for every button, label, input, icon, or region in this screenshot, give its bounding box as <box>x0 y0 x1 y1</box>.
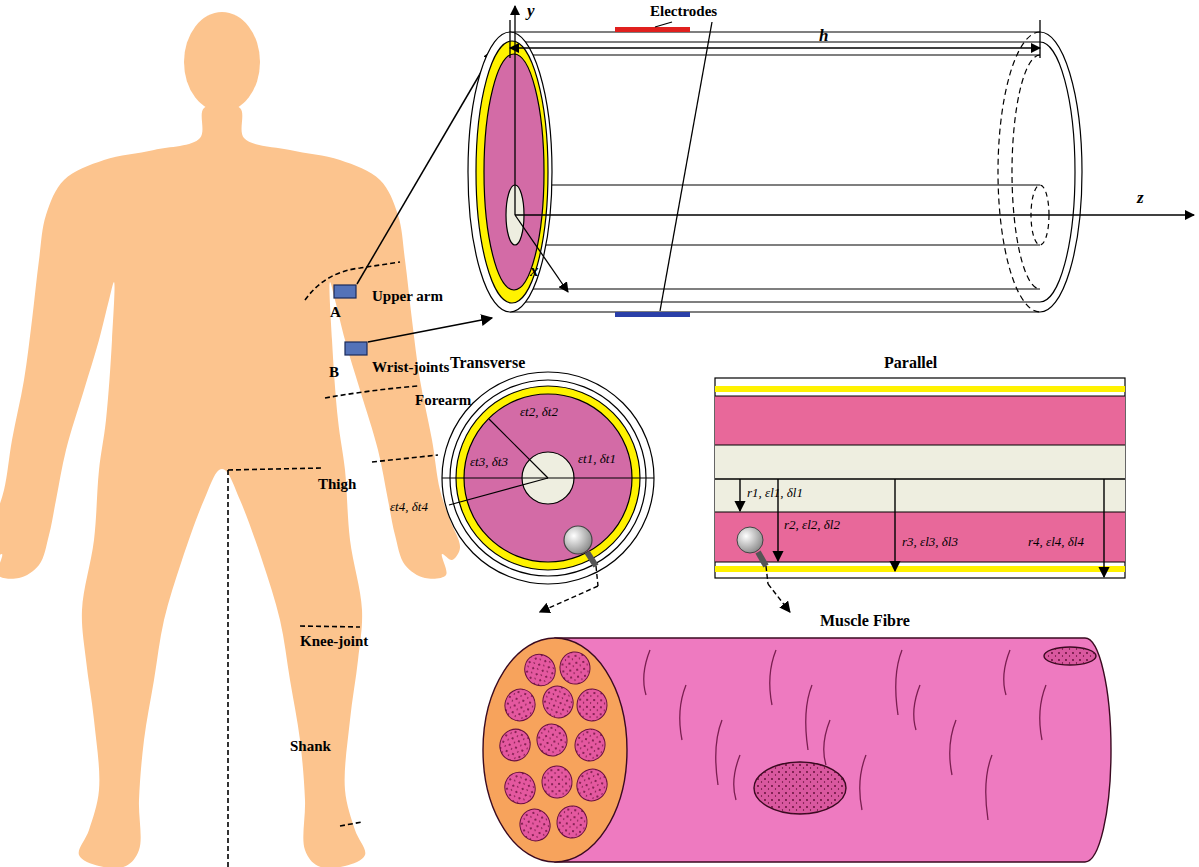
part-label: A <box>330 304 341 321</box>
muscle-fibre <box>483 638 1111 862</box>
parallel-section <box>715 378 1125 584</box>
axis-label: y <box>527 2 535 21</box>
zoom-connector <box>768 584 790 612</box>
human-body <box>0 12 460 867</box>
parameter-label: εt2, δt2 <box>520 405 558 419</box>
transverse-section-node: Transverse εt2, δt2 εt1, δt1 εt3, δt3 εt4, δ… <box>380 350 662 586</box>
parameter-label: r3, εl3, δl3 <box>902 535 958 549</box>
part-label: Shank <box>290 738 331 755</box>
parameter-label: εt3, δt3 <box>470 455 508 469</box>
parameter-label: εt4, δt4 <box>390 500 428 514</box>
part-label: Wrist-joints <box>372 359 449 376</box>
section-heading: Transverse <box>450 354 525 372</box>
part-label: Electrodes <box>650 3 717 20</box>
parameter-label: εt1, δt1 <box>578 452 616 466</box>
part-label: Thigh <box>318 476 356 493</box>
part-label: Forearm <box>415 392 471 409</box>
axes <box>510 6 1194 311</box>
muscle-fibre-node: Muscle Fibre <box>470 612 1115 864</box>
segment-boundaries <box>228 262 438 867</box>
cylinder-model <box>468 27 1082 317</box>
electrode-b <box>345 342 367 355</box>
section-heading: Parallel <box>884 354 937 372</box>
parameter-label: r1, εl1, δl1 <box>747 486 803 500</box>
zoom-connector <box>540 586 598 612</box>
parallel-section-node: Parallel r1, εl1, δl1 r2, εl2, δl2 r3, εl3,… <box>712 350 1130 584</box>
axis-label: z <box>1137 189 1144 208</box>
parameter-label: r2, εl2, δl2 <box>784 518 840 532</box>
electrode-a <box>334 285 356 298</box>
part-label: B <box>329 364 339 381</box>
transverse-section <box>442 372 654 586</box>
part-label: Upper arm <box>372 288 443 305</box>
parameter-label: r4, εl4, δl4 <box>1028 535 1084 549</box>
axis-label: h <box>819 27 828 46</box>
part-label: Knee-joint <box>300 633 368 650</box>
section-heading: Muscle Fibre <box>820 612 910 630</box>
axis-label: x <box>530 262 539 281</box>
